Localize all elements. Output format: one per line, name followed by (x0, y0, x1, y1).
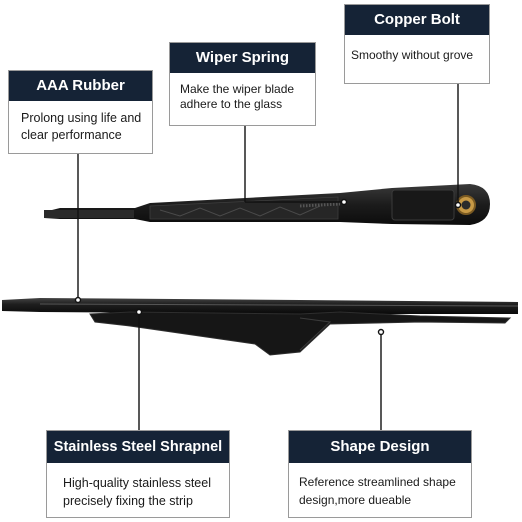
callout-copper-bolt: Copper Bolt Smoothy without grove (344, 4, 490, 84)
wiper-arm-image (44, 184, 490, 225)
callout-title: Shape Design (289, 431, 471, 463)
callout-description: Prolong using life and clear performance (9, 101, 152, 144)
leader-lines (74, 84, 462, 430)
callout-description: Reference streamlined shape design,more … (289, 463, 471, 509)
callout-description: Make the wiper blade adhere to the glass (170, 73, 315, 112)
callout-description: High-quality stainless steel precisely f… (47, 463, 229, 510)
callout-aaa-rubber: AAA Rubber Prolong using life and clear … (8, 70, 153, 154)
callout-stainless-steel-shrapnel: Stainless Steel Shrapnel High-quality st… (46, 430, 230, 518)
wiper-blade-image (2, 298, 519, 356)
callout-line: Prolong using life and (21, 111, 142, 125)
callout-title: Copper Bolt (345, 5, 489, 35)
callout-line: Make the wiper blade (180, 82, 295, 96)
callout-title: AAA Rubber (9, 71, 152, 101)
callout-line: adhere to the glass (180, 97, 283, 111)
callout-line: Reference streamlined shape (299, 475, 456, 489)
callout-description: Smoothy without grove (345, 35, 489, 63)
callout-line: clear performance (21, 128, 122, 142)
callout-title: Stainless Steel Shrapnel (47, 431, 229, 463)
callout-line: precisely fixing the strip (63, 494, 193, 508)
callout-shape-design: Shape Design Reference streamlined shape… (288, 430, 472, 518)
callout-wiper-spring: Wiper Spring Make the wiper blade adhere… (169, 42, 316, 126)
callout-title: Wiper Spring (170, 43, 315, 73)
callout-line: design,more dueable (299, 493, 412, 507)
callout-line: Smoothy without grove (351, 48, 474, 62)
callout-line: High-quality stainless steel (63, 476, 211, 490)
